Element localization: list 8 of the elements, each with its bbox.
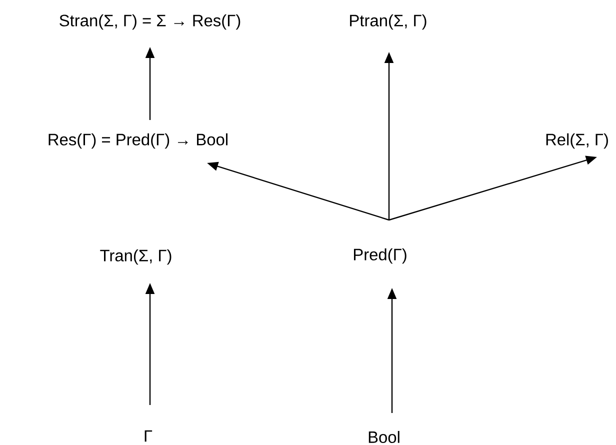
- formula-label: Pred(Γ): [354, 248, 406, 264]
- formula-label: Tran(Σ, Γ): [100, 249, 172, 265]
- formula-label: Rel(Σ, Γ): [546, 133, 608, 149]
- formula-label: Res(Γ) = Pred(Γ) → Bool: [48, 133, 228, 149]
- formula-label: Stran(Σ, Γ) = Σ → Res(Γ): [60, 14, 240, 30]
- formula-label: Bool: [368, 430, 400, 444]
- formula-label: Ptran(Σ, Γ): [350, 14, 426, 30]
- formula-label: Γ: [144, 430, 152, 442]
